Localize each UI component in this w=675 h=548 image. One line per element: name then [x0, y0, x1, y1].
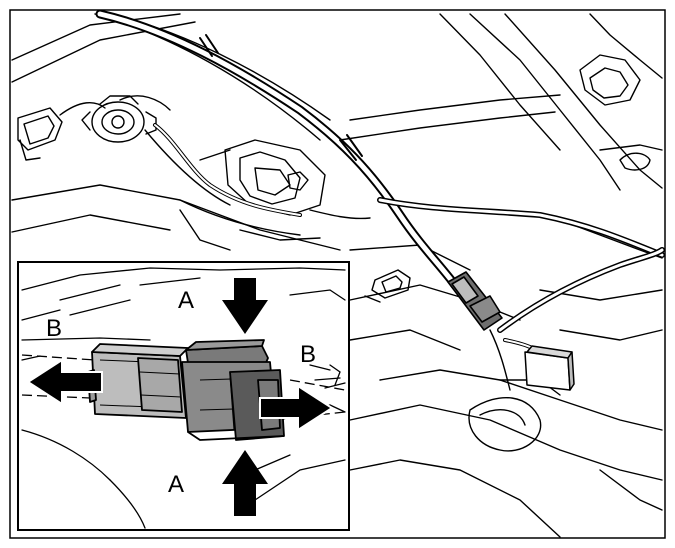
inset-background: [21, 267, 346, 529]
harness-tag: [524, 345, 575, 391]
down-arrow-icon: [222, 278, 268, 334]
harness-connector: [447, 271, 503, 331]
detail-inset: A A B B: [17, 261, 350, 531]
label-b-right: B: [300, 341, 316, 368]
right-arrow-icon: [259, 384, 334, 432]
label-b-left: B: [46, 315, 62, 342]
up-arrow-icon: [222, 450, 268, 516]
wire-harness: [59, 9, 665, 391]
connector-detail: [87, 339, 285, 441]
label-a-bottom: A: [168, 471, 184, 498]
label-a-top: A: [178, 287, 194, 314]
left-arrow-icon: [26, 358, 103, 406]
